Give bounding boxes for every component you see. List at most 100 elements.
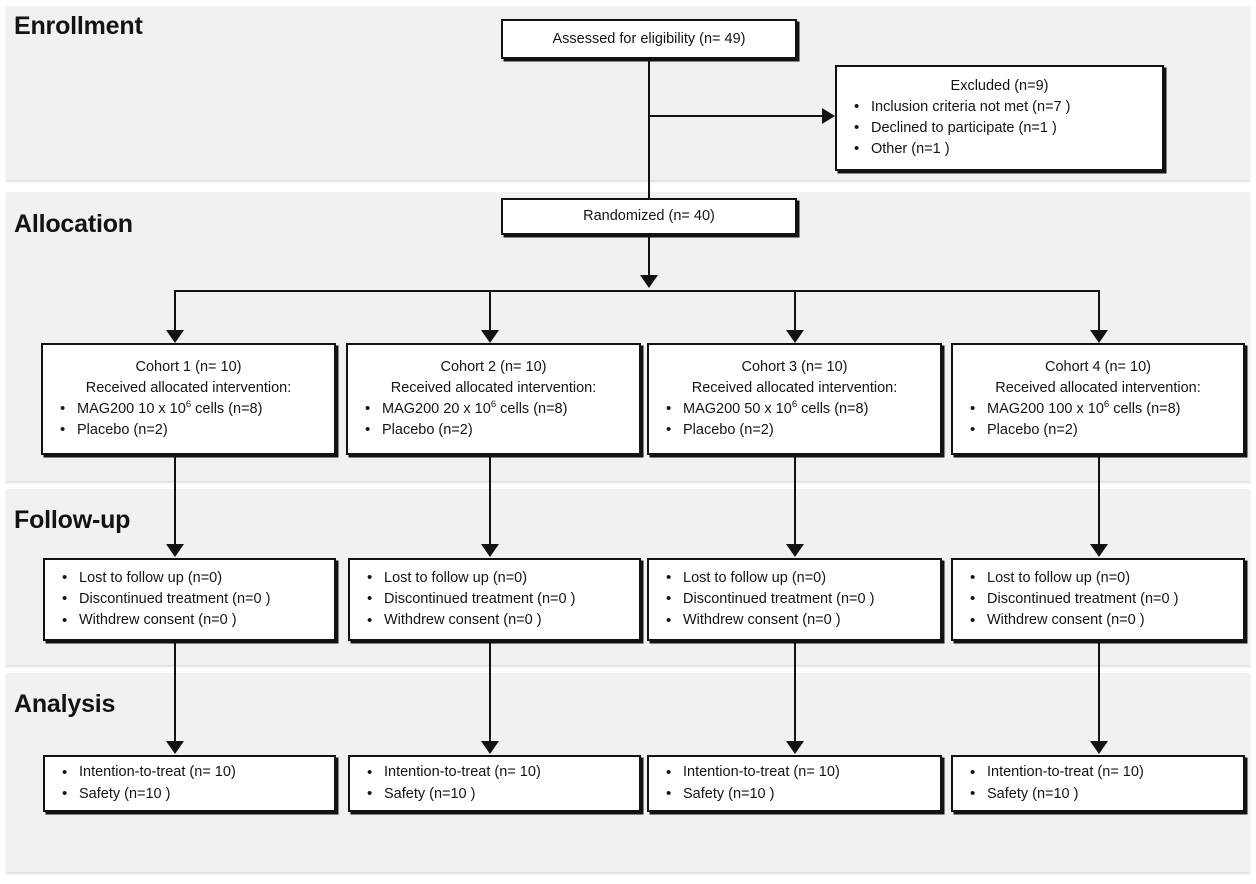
list-item: Withdrew consent (n=0 ) xyxy=(354,609,635,631)
list-item: Lost to follow up (n=0) xyxy=(354,567,635,589)
list-item: Discontinued treatment (n=0 ) xyxy=(354,588,635,610)
box-analysis-2[interactable]: Intention-to-treat (n= 10) Safety (n=10 … xyxy=(348,755,641,812)
list-item: Inclusion criteria not met (n=7 ) xyxy=(841,96,1158,118)
analysis-1-list: Intention-to-treat (n= 10) Safety (n=10 … xyxy=(49,762,330,805)
cohort-1-subtitle: Received allocated intervention: xyxy=(85,379,292,396)
cohort-4-intervention-list: MAG200 100 x 106 cells (n=8) Placebo (n=… xyxy=(957,398,1239,441)
arrow-followup-2-icon xyxy=(481,544,499,557)
box-excluded[interactable]: Excluded (n=9) Inclusion criteria not me… xyxy=(835,65,1164,171)
list-item: Lost to follow up (n=0) xyxy=(957,567,1239,589)
box-analysis-3[interactable]: Intention-to-treat (n= 10) Safety (n=10 … xyxy=(647,755,942,812)
arrow-analysis-4-icon xyxy=(1090,741,1108,754)
list-item: Lost to follow up (n=0) xyxy=(49,567,330,589)
excluded-heading: Excluded (n=9) xyxy=(950,78,1049,95)
connector-alloc-leg-3 xyxy=(794,290,796,331)
cohort-1-dose-prefix: MAG200 10 x 10 xyxy=(77,400,186,417)
list-item: Safety (n=10 ) xyxy=(49,783,330,805)
box-randomized[interactable]: Randomized (n= 40) xyxy=(501,198,797,235)
cohort-2-dose-exponent: 6 xyxy=(490,398,497,410)
list-item: Placebo (n=2) xyxy=(653,419,936,441)
box-assessed-for-eligibility[interactable]: Assessed for eligibility (n= 49) xyxy=(501,19,797,59)
cohort-1-dose-exponent: 6 xyxy=(185,398,192,410)
list-item: Discontinued treatment (n=0 ) xyxy=(957,588,1239,610)
box-analysis-1[interactable]: Intention-to-treat (n= 10) Safety (n=10 … xyxy=(43,755,336,812)
assessed-text: Assessed for eligibility (n= 49) xyxy=(552,30,746,47)
cohort-2-dose-suffix: cells (n=8) xyxy=(496,400,568,417)
list-item: Other (n=1 ) xyxy=(841,138,1158,160)
box-cohort-3[interactable]: Cohort 3 (n= 10) Received allocated inte… xyxy=(647,343,942,455)
arrow-analysis-2-icon xyxy=(481,741,499,754)
list-item: Intention-to-treat (n= 10) xyxy=(49,762,330,784)
connector-followup1-to-analysis xyxy=(174,641,176,742)
list-item: Declined to participate (n=1 ) xyxy=(841,117,1158,139)
allocation-distribution-bar xyxy=(175,290,1100,292)
list-item: Withdrew consent (n=0 ) xyxy=(49,609,330,631)
list-item: Intention-to-treat (n= 10) xyxy=(653,762,936,784)
arrow-analysis-3-icon xyxy=(786,741,804,754)
list-item: Placebo (n=2) xyxy=(47,419,330,441)
connector-cohort1-to-followup xyxy=(174,455,176,545)
list-item: MAG200 50 x 106 cells (n=8) xyxy=(653,398,936,420)
arrow-followup-4-icon xyxy=(1090,544,1108,557)
cohort-3-dose-suffix: cells (n=8) xyxy=(797,400,869,417)
list-item: Safety (n=10 ) xyxy=(354,783,635,805)
cohort-3-intervention-list: MAG200 50 x 106 cells (n=8) Placebo (n=2… xyxy=(653,398,936,441)
connector-alloc-leg-2 xyxy=(489,290,491,331)
box-followup-1[interactable]: Lost to follow up (n=0) Discontinued tre… xyxy=(43,558,336,641)
cohort-4-subtitle: Received allocated intervention: xyxy=(995,379,1201,396)
arrow-cohort-1-icon xyxy=(166,330,184,343)
cohort-2-intervention-list: MAG200 20 x 106 cells (n=8) Placebo (n=2… xyxy=(352,398,635,441)
cohort-1-title: Cohort 1 (n= 10) xyxy=(135,359,242,376)
followup-3-list: Lost to follow up (n=0) Discontinued tre… xyxy=(653,567,936,631)
box-cohort-4[interactable]: Cohort 4 (n= 10) Received allocated inte… xyxy=(951,343,1245,455)
box-cohort-1[interactable]: Cohort 1 (n= 10) Received allocated inte… xyxy=(41,343,336,455)
box-analysis-4[interactable]: Intention-to-treat (n= 10) Safety (n=10 … xyxy=(951,755,1245,812)
arrow-cohort-3-icon xyxy=(786,330,804,343)
list-item: Discontinued treatment (n=0 ) xyxy=(653,588,936,610)
analysis-2-list: Intention-to-treat (n= 10) Safety (n=10 … xyxy=(354,762,635,805)
box-cohort-2[interactable]: Cohort 2 (n= 10) Received allocated inte… xyxy=(346,343,641,455)
list-item: Intention-to-treat (n= 10) xyxy=(957,762,1239,784)
cohort-3-dose-exponent: 6 xyxy=(791,398,798,410)
cohort-3-subtitle: Received allocated intervention: xyxy=(691,379,898,396)
list-item: MAG200 100 x 106 cells (n=8) xyxy=(957,398,1239,420)
arrow-cohort-2-icon xyxy=(481,330,499,343)
list-item: Placebo (n=2) xyxy=(352,419,635,441)
connector-alloc-leg-4 xyxy=(1098,290,1100,331)
connector-cohort2-to-followup xyxy=(489,455,491,545)
excluded-reason-list: Inclusion criteria not met (n=7 ) Declin… xyxy=(841,96,1158,160)
connector-followup2-to-analysis xyxy=(489,641,491,742)
list-item: MAG200 10 x 106 cells (n=8) xyxy=(47,398,330,420)
cohort-2-title: Cohort 2 (n= 10) xyxy=(440,359,547,376)
arrow-analysis-1-icon xyxy=(166,741,184,754)
cohort-4-title: Cohort 4 (n= 10) xyxy=(1045,359,1151,376)
list-item: Lost to follow up (n=0) xyxy=(653,567,936,589)
list-item: Safety (n=10 ) xyxy=(957,783,1239,805)
cohort-2-dose-prefix: MAG200 20 x 10 xyxy=(382,400,491,417)
followup-1-list: Lost to follow up (n=0) Discontinued tre… xyxy=(49,567,330,631)
connector-alloc-leg-1 xyxy=(174,290,176,331)
phase-label-analysis: Analysis xyxy=(14,690,116,718)
connector-cohort4-to-followup xyxy=(1098,455,1100,545)
cohort-3-dose-prefix: MAG200 50 x 10 xyxy=(683,400,792,417)
randomized-text: Randomized (n= 40) xyxy=(583,208,715,225)
cohort-1-intervention-list: MAG200 10 x 106 cells (n=8) Placebo (n=2… xyxy=(47,398,330,441)
cohort-4-dose-prefix: MAG200 100 x 10 xyxy=(987,400,1104,417)
cohort-1-dose-suffix: cells (n=8) xyxy=(191,400,263,417)
connector-followup4-to-analysis xyxy=(1098,641,1100,742)
analysis-4-list: Intention-to-treat (n= 10) Safety (n=10 … xyxy=(957,762,1239,805)
box-followup-2[interactable]: Lost to follow up (n=0) Discontinued tre… xyxy=(348,558,641,641)
phase-label-enrollment: Enrollment xyxy=(14,12,143,40)
connector-assessed-to-randomized xyxy=(648,58,650,200)
list-item: Withdrew consent (n=0 ) xyxy=(653,609,936,631)
box-followup-4[interactable]: Lost to follow up (n=0) Discontinued tre… xyxy=(951,558,1245,641)
cohort-4-dose-exponent: 6 xyxy=(1103,398,1110,410)
arrow-followup-1-icon xyxy=(166,544,184,557)
phase-label-followup: Follow-up xyxy=(14,506,131,534)
connector-randomized-down xyxy=(648,235,650,277)
cohort-4-dose-suffix: cells (n=8) xyxy=(1109,400,1181,417)
box-followup-3[interactable]: Lost to follow up (n=0) Discontinued tre… xyxy=(647,558,942,641)
list-item: Discontinued treatment (n=0 ) xyxy=(49,588,330,610)
connector-cohort3-to-followup xyxy=(794,455,796,545)
